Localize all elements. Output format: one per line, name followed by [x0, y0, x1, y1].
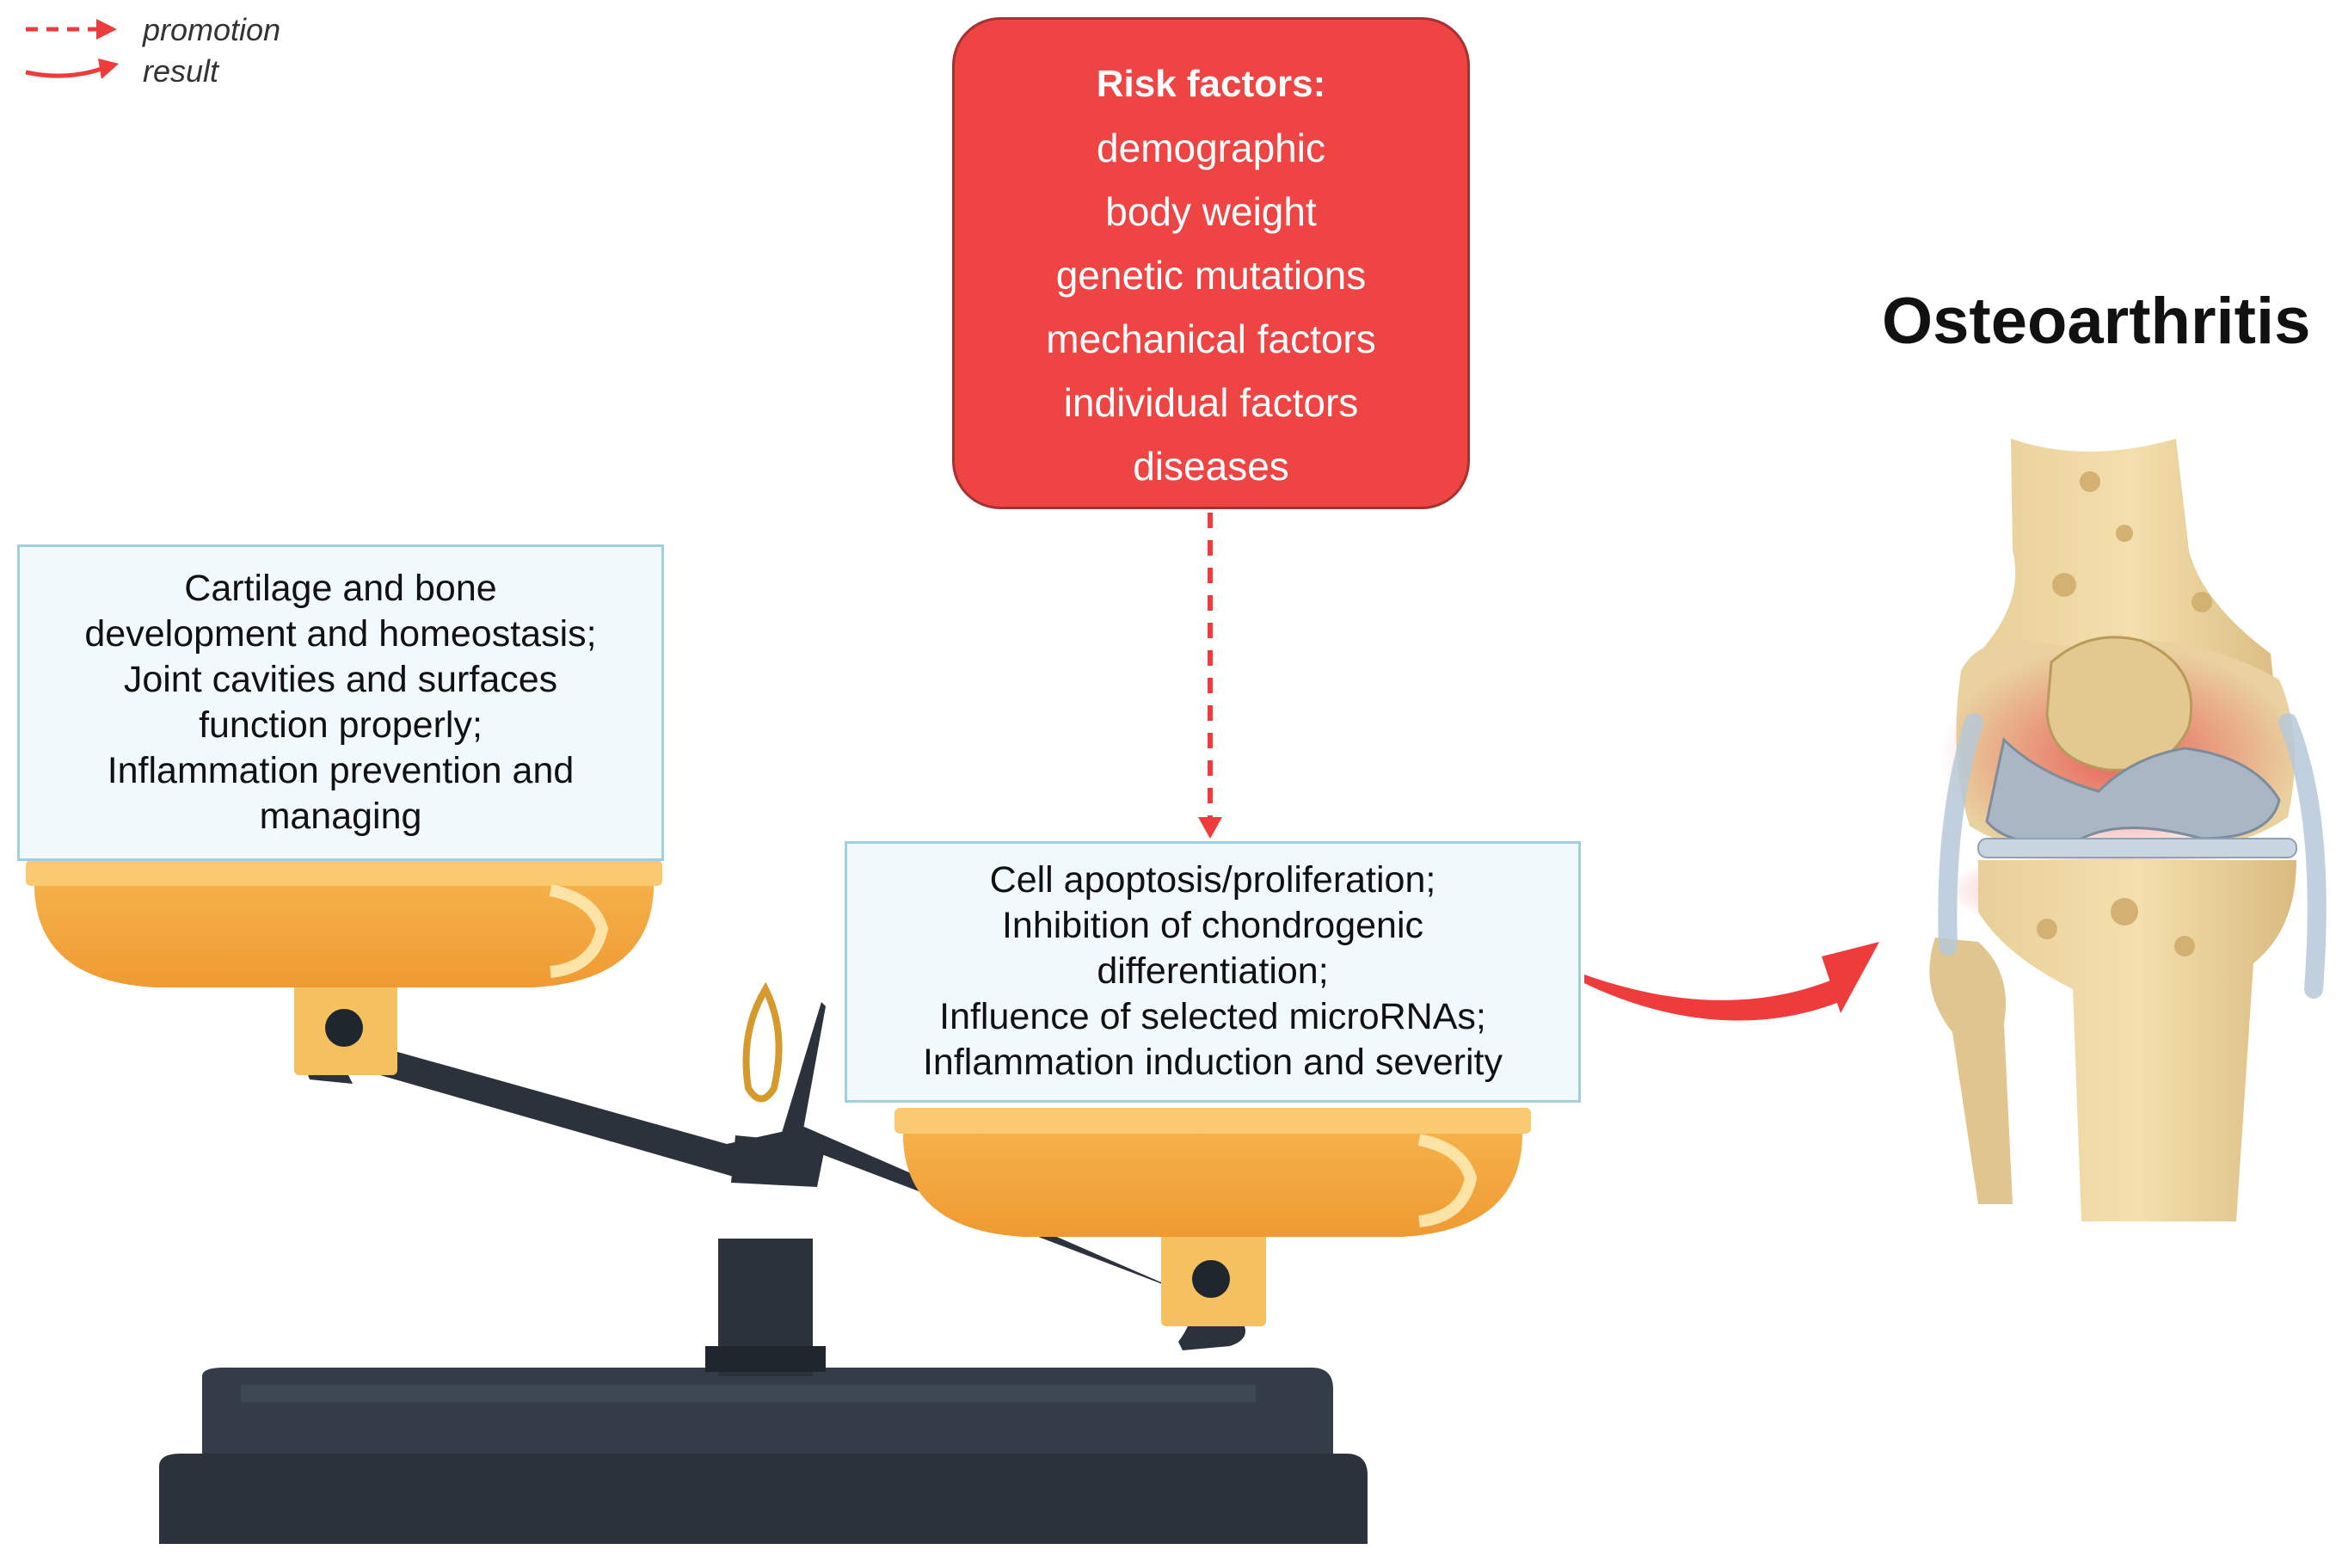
balance-scale-icon	[26, 860, 1531, 1544]
legend-label-result: result	[143, 53, 219, 89]
dashed-arrow-icon	[26, 19, 117, 40]
risk-factor-item: diseases	[1133, 444, 1289, 489]
protective-factors-box: Cartilage and bone development and homeo…	[17, 544, 664, 861]
result-arrow	[1584, 942, 1879, 1021]
protective-line: managing	[259, 796, 422, 837]
risk-factor-item: individual factors	[1063, 380, 1359, 425]
risk-factors-title: Risk factors:	[1096, 63, 1326, 105]
osteoarthritis-title: Osteoarthritis	[1882, 285, 2311, 358]
risk-factor-item: body weight	[1105, 189, 1317, 234]
legend: promotion result	[22, 10, 384, 96]
risk-factor-item: genetic mutations	[1055, 253, 1367, 298]
damaging-line: Inhibition of chondrogenic	[1001, 905, 1424, 946]
damaging-effects-box: Cell apoptosis/proliferation; Inhibition…	[845, 841, 1581, 1103]
protective-line: Cartilage and bone	[184, 568, 497, 609]
protective-line: Inflammation prevention and	[107, 750, 575, 791]
knee-joint-illustration	[1929, 439, 2327, 1221]
risk-factor-item: mechanical factors	[1046, 317, 1376, 361]
damaging-line: Influence of selected microRNAs;	[939, 996, 1486, 1037]
legend-item-promotion: promotion	[22, 10, 384, 48]
protective-line: function properly;	[199, 704, 483, 746]
promotion-arrow	[1198, 513, 1222, 839]
curved-arrow-icon	[25, 58, 119, 79]
legend-item-result: result	[22, 52, 384, 89]
protective-line: development and homeostasis;	[84, 613, 597, 655]
legend-label-promotion: promotion	[143, 12, 281, 47]
damaging-line: Inflammation induction and severity	[922, 1042, 1503, 1083]
risk-factors-box: Risk factors: demographic body weight ge…	[952, 17, 1470, 509]
damaging-line: differentiation;	[1097, 950, 1329, 992]
damaging-line: Cell apoptosis/proliferation;	[989, 859, 1436, 901]
risk-factor-item: demographic	[1097, 126, 1325, 170]
protective-line: Joint cavities and surfaces	[123, 659, 558, 700]
